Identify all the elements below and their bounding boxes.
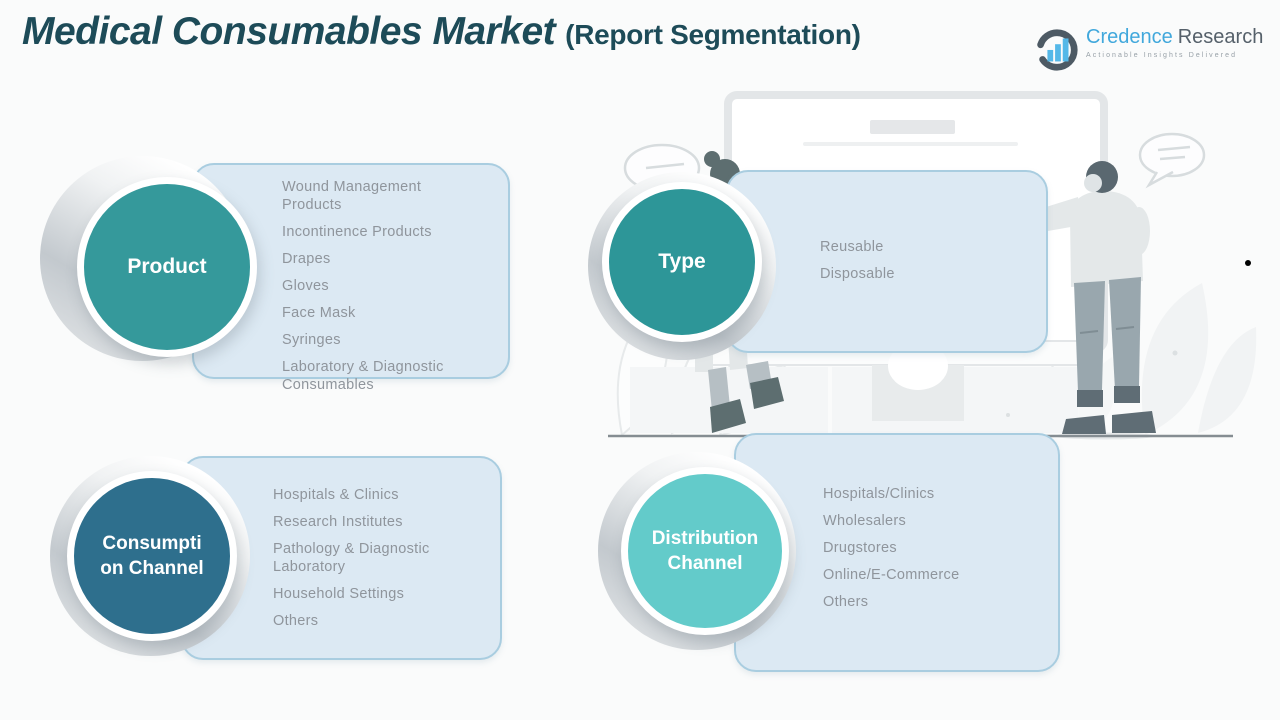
distribution-item: Online/E-Commerce (823, 567, 960, 583)
monitor-text-line (803, 142, 1018, 146)
distribution-channel-circle: Distribution Channel (621, 467, 789, 635)
type-circle: Type (602, 182, 762, 342)
type-panel: Reusable Disposable (726, 170, 1048, 353)
person-right-leg-right (1109, 277, 1141, 390)
product-item: Wound Management Products (282, 179, 422, 213)
logo-bar-chart-icon (1036, 29, 1078, 71)
consumption-circle-label-line2: on Channel (100, 558, 204, 579)
page-title-suffix: (Report Segmentation) (565, 19, 861, 50)
distribution-channel-panel: Hospitals/Clinics Wholesalers Drugstores… (734, 433, 1060, 672)
distribution-item: Hospitals/Clinics (823, 486, 935, 502)
consumption-item: Household Settings (273, 586, 405, 602)
consumption-item: Others (273, 613, 319, 629)
type-item: Reusable (820, 239, 884, 255)
monitor-title-block (870, 120, 955, 134)
product-circle: Product (77, 177, 257, 357)
page-title-main: Medical Consumables Market (22, 10, 556, 53)
consumption-item: Pathology & Diagnostic Laboratory (273, 541, 430, 575)
product-item: Gloves (282, 278, 329, 294)
distribution-item: Drugstores (823, 540, 897, 556)
product-item: Face Mask (282, 305, 356, 321)
product-item: Laboratory & Diagnostic Consumables (282, 359, 444, 393)
page-title: Medical Consumables Market (Report Segmen… (22, 10, 861, 54)
logo-brand-secondary: Research (1177, 26, 1264, 48)
product-item: Incontinence Products (282, 224, 432, 240)
sparkle-dot (1006, 413, 1010, 417)
consumption-channel-circle: Consumpti on Channel (67, 471, 237, 641)
product-circle-label: Product (127, 255, 207, 278)
sparkle-dot (1172, 350, 1178, 356)
distribution-item: Wholesalers (823, 513, 907, 529)
speech-bubble-right (1138, 132, 1206, 189)
type-item: Disposable (820, 266, 895, 282)
logo-brand-primary: Credence (1086, 26, 1173, 48)
sparkle-dot (1245, 260, 1251, 266)
person-right-leg-left (1074, 281, 1105, 392)
consumption-item: Research Institutes (273, 514, 403, 530)
distribution-circle-label-line1: Distribution (651, 528, 759, 549)
consumption-circle-label-line1: Consumpti (102, 533, 202, 554)
consumption-item: Hospitals & Clinics (273, 487, 399, 503)
product-item: Syringes (282, 332, 341, 348)
product-item: Drapes (282, 251, 331, 267)
type-circle-label: Type (658, 250, 706, 273)
logo-tagline: Actionable Insights Delivered (1086, 52, 1238, 59)
distribution-circle-label-line2: Channel (667, 553, 743, 574)
person-right-shirt (1070, 191, 1143, 287)
person-right (1046, 161, 1156, 434)
distribution-item: Others (823, 594, 869, 610)
